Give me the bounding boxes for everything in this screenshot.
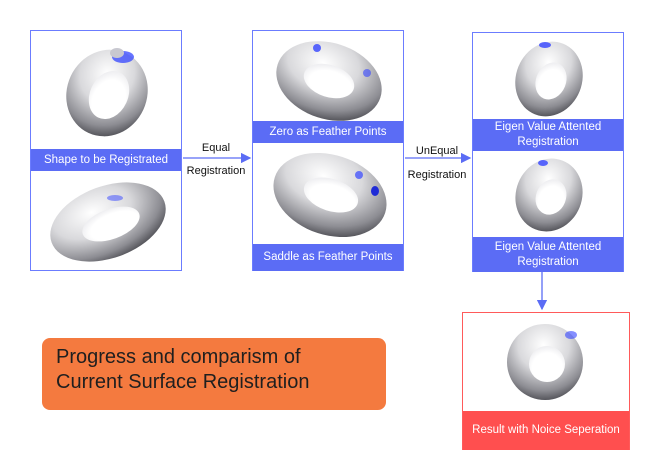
unequal-edge-label-line1: UnEqual <box>415 145 459 157</box>
input-label: Shape to be Registrated <box>31 149 181 171</box>
equal-registration-panel: Zero as Feather Points Saddle as Feather… <box>252 30 404 271</box>
torus-top-image <box>66 48 148 137</box>
equal-edge-label-line1: Equal <box>201 142 231 154</box>
torus-zero-feather-image <box>276 41 382 121</box>
torus-saddle-feather-image <box>273 152 387 238</box>
saddle-feather-label: Saddle as Feather Points <box>253 244 403 271</box>
unequal-edge-label-line2: Registration <box>407 169 467 181</box>
zero-feather-label: Zero as Feather Points <box>253 121 403 143</box>
result-panel: Result with Noice Seperation <box>462 312 630 450</box>
input-panel: Shape to be Registrated <box>30 30 182 271</box>
eigen-top-label: Eigen Value Attented Registration <box>473 119 623 151</box>
result-label: Result with Noice Seperation <box>463 411 629 450</box>
torus-eigen-bottom-image <box>515 158 583 232</box>
torus-bottom-image <box>50 182 166 262</box>
equal-edge-label-line2: Registration <box>186 165 246 177</box>
torus-result-image <box>507 324 583 400</box>
torus-eigen-top-image <box>515 41 583 117</box>
unequal-registration-panel: Eigen Value Attented Registration Eigen … <box>472 32 624 272</box>
eigen-bottom-label: Eigen Value Attented Registration <box>473 237 623 272</box>
figure-title: Progress and comparism of Current Surfac… <box>42 338 386 410</box>
